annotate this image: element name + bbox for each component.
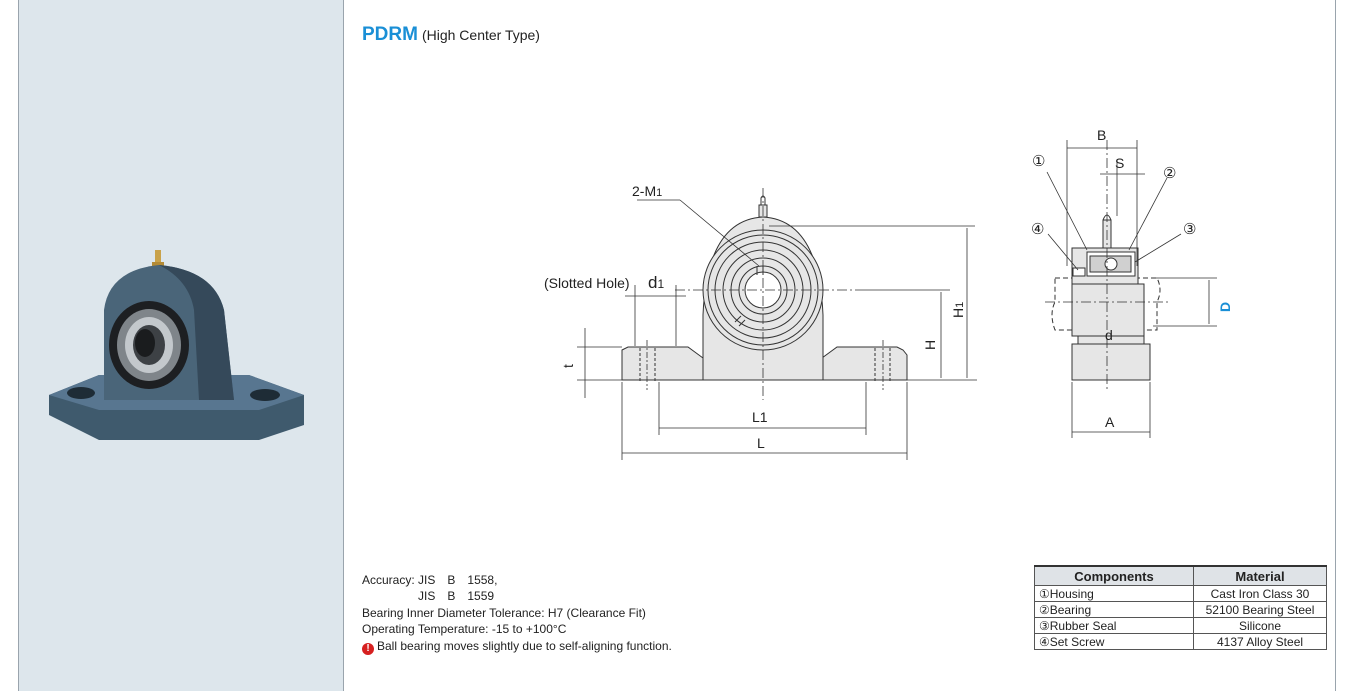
table-row: ③Rubber Seal Silicone [1034, 617, 1327, 634]
label-b: B [1097, 127, 1106, 143]
product-photo-panel [19, 0, 344, 691]
label-l1: L1 [752, 409, 768, 425]
label-s: S [1115, 155, 1124, 171]
label-h: H [922, 340, 938, 350]
label-l: L [757, 435, 765, 451]
table-header-row: Components Material [1034, 565, 1327, 586]
front-view [577, 188, 977, 460]
front-view-labels: 2-M1 (Slotted Hole) d1 t H H1 L1 L [544, 183, 966, 451]
pillow-block-photo [49, 250, 304, 440]
label-h1: H1 [950, 302, 966, 318]
table-cell: ③Rubber Seal [1034, 617, 1194, 634]
table-row: ①Housing Cast Iron Class 30 [1034, 585, 1327, 602]
table-cell: ①Housing [1034, 585, 1194, 602]
table-cell: ②Bearing [1034, 601, 1194, 618]
label-m1: 2-M1 [632, 183, 662, 199]
label-t: t [560, 364, 576, 368]
label-n4: ④ [1031, 221, 1044, 238]
table-row: ②Bearing 52100 Bearing Steel [1034, 601, 1327, 618]
model-name: PDRM [362, 24, 418, 45]
label-a: A [1105, 414, 1115, 430]
spec-warning: !Ball bearing moves slightly due to self… [362, 638, 672, 655]
label-d-big: D [1217, 302, 1233, 312]
table-cell: Cast Iron Class 30 [1193, 585, 1327, 602]
table-row: ④Set Screw 4137 Alloy Steel [1034, 633, 1327, 650]
side-view [1045, 140, 1217, 438]
page-frame [18, 0, 1336, 691]
warning-text: Ball bearing moves slightly due to self-… [377, 638, 672, 653]
header-material: Material [1193, 565, 1327, 586]
model-type: (High Center Type) [421, 27, 540, 43]
table-cell: 52100 Bearing Steel [1193, 601, 1327, 618]
table-cell: 4137 Alloy Steel [1193, 633, 1327, 650]
label-n3: ③ [1183, 221, 1196, 238]
side-view-labels: B S ① ② ③ ④ D d A [1031, 127, 1233, 430]
label-slotted-hole: (Slotted Hole) [544, 275, 630, 291]
header-components: Components [1034, 565, 1194, 586]
label-d-small: d [1105, 327, 1113, 343]
technical-drawing: 2-M1 (Slotted Hole) d1 t H H1 L1 L [544, 127, 1233, 460]
table-cell: Silicone [1193, 617, 1327, 634]
spec-temperature: Operating Temperature: -15 to +100°C [362, 622, 567, 637]
product-title: PDRM(High Center Type) [362, 24, 540, 46]
label-n1: ① [1032, 153, 1045, 170]
spec-tolerance: Bearing Inner Diameter Tolerance: H7 (Cl… [362, 605, 646, 620]
label-n2: ② [1163, 165, 1176, 182]
materials-table: Components Material ①Housing Cast Iron C… [1034, 565, 1327, 650]
warning-icon: ! [362, 642, 374, 655]
table-cell: ④Set Screw [1034, 633, 1194, 650]
label-d1: d1 [648, 273, 664, 292]
